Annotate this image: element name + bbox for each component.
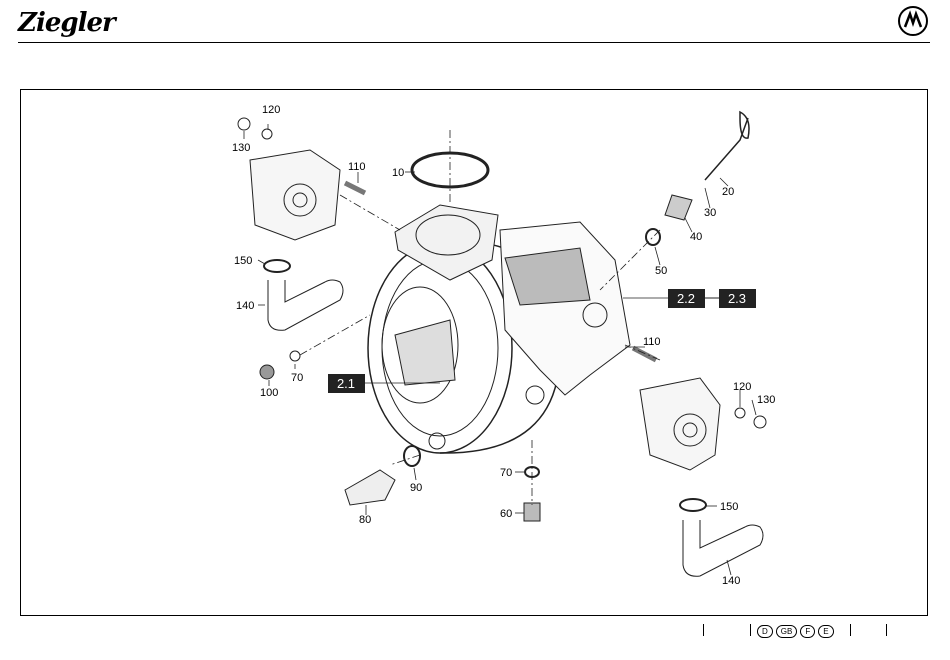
- stud-right: [633, 348, 656, 360]
- callout-150-right: 150: [720, 501, 738, 513]
- callout-140-right: 140: [722, 575, 740, 587]
- callout-50: 50: [655, 265, 667, 277]
- stud-left: [345, 183, 365, 193]
- callout-40: 40: [690, 231, 702, 243]
- dipstick-tube: [665, 195, 692, 220]
- callout-110-left: 110: [348, 161, 366, 173]
- svg-text:2.2: 2.2: [677, 291, 695, 306]
- callout-30: 30: [704, 207, 716, 219]
- callout-70-bottom: 70: [500, 467, 512, 479]
- svg-text:2.1: 2.1: [337, 376, 355, 391]
- washer-120-right: [735, 408, 745, 418]
- lang-badge-e: E: [818, 625, 833, 638]
- tag-2-1: 2.1: [328, 374, 365, 393]
- callout-10: 10: [392, 167, 404, 179]
- gear-box: [500, 222, 630, 395]
- footer-divider: [850, 624, 851, 636]
- footer-divider: [703, 624, 704, 636]
- top-flange: [395, 205, 498, 280]
- callout-130-right: 130: [757, 394, 775, 406]
- hose-clamp-right: [680, 499, 706, 511]
- callout-70-left: 70: [291, 372, 303, 384]
- seal-ring-50: [646, 229, 660, 245]
- left-cover: [250, 150, 340, 240]
- plug-60: [524, 503, 540, 521]
- callout-80: 80: [359, 514, 371, 526]
- washer-120-left: [262, 129, 272, 139]
- callout-90: 90: [410, 482, 422, 494]
- tag-2-3: 2.3: [719, 289, 756, 308]
- callout-100: 100: [260, 387, 278, 399]
- lang-badge-f: F: [800, 625, 815, 638]
- nut-130-right: [754, 416, 766, 428]
- callout-60: 60: [500, 508, 512, 520]
- footer-divider: [886, 624, 887, 636]
- tag-2-2: 2.2: [668, 289, 705, 308]
- callout-120-right: 120: [733, 381, 751, 393]
- plug-100: [260, 365, 274, 379]
- language-badges: D GB F E: [757, 625, 834, 638]
- callout-110-right: 110: [643, 336, 661, 348]
- lang-badge-gb: GB: [776, 625, 798, 638]
- drain-valve-80: [345, 470, 395, 505]
- callout-20: 20: [722, 186, 734, 198]
- nut-130-left: [238, 118, 250, 130]
- washer-70-left: [290, 351, 300, 361]
- hose-right: [683, 520, 763, 576]
- lang-badge-d: D: [757, 625, 773, 638]
- footer-divider: [750, 624, 751, 636]
- callout-140-left: 140: [236, 300, 254, 312]
- callout-120-left: 120: [262, 104, 280, 116]
- dipstick: [705, 118, 748, 180]
- right-cover: [640, 378, 720, 470]
- callout-130-left: 130: [232, 142, 250, 154]
- svg-text:2.3: 2.3: [728, 291, 746, 306]
- callout-150-left: 150: [234, 255, 252, 267]
- hose-clamp-left: [264, 260, 290, 272]
- hose-left: [268, 280, 343, 330]
